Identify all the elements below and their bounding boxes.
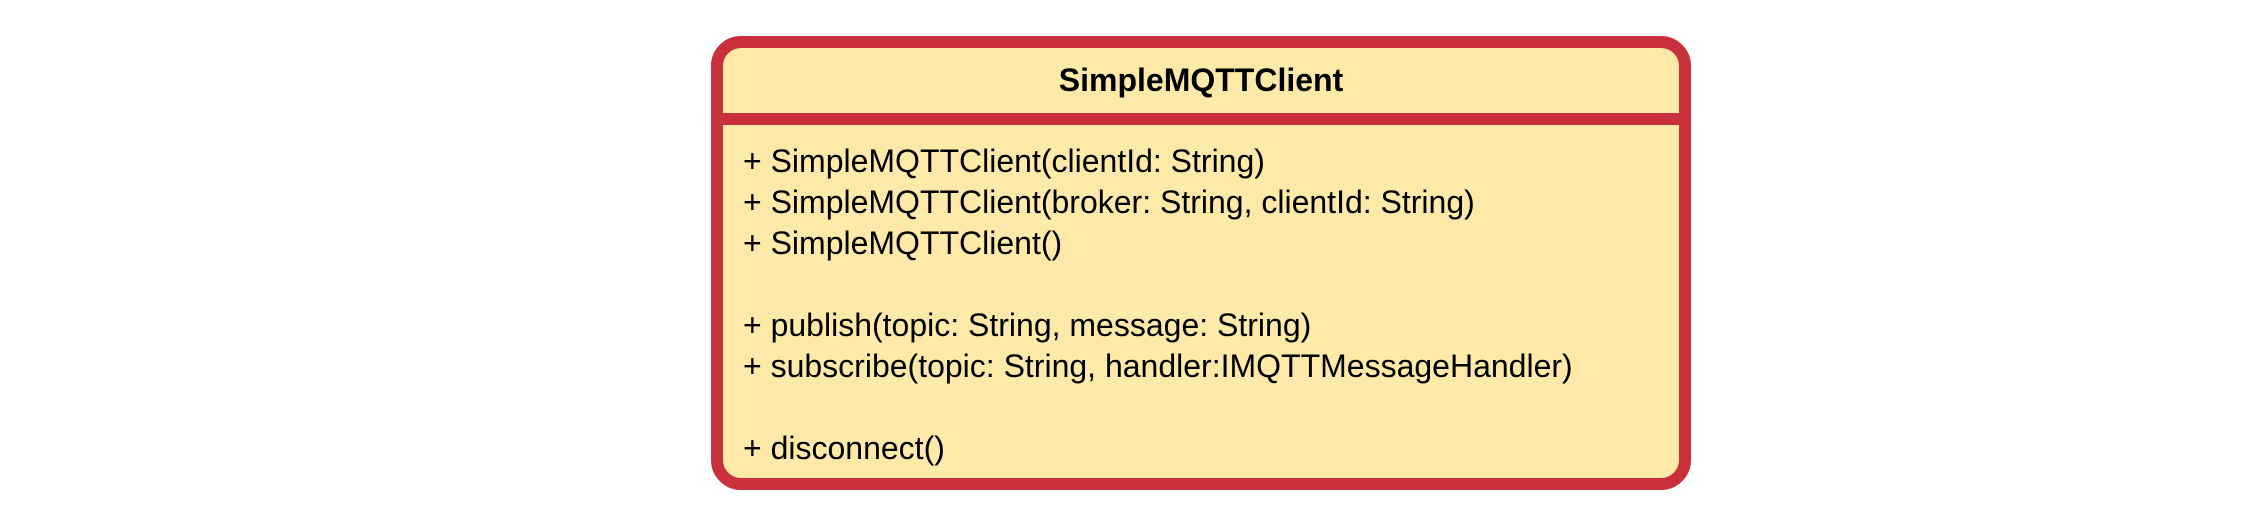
- operation-constructor-default: + SimpleMQTTClient(): [743, 225, 1063, 261]
- operations-compartment: + SimpleMQTTClient(clientId: String) + S…: [723, 125, 1679, 469]
- operation-disconnect: + disconnect(): [743, 430, 945, 466]
- connection-group: + disconnect(): [743, 428, 1679, 469]
- uml-class-box[interactable]: SimpleMQTTClient + SimpleMQTTClient(clie…: [711, 36, 1691, 490]
- constructors-group: + SimpleMQTTClient(clientId: String) + S…: [743, 141, 1679, 264]
- operation-constructor-broker-clientid: + SimpleMQTTClient(broker: String, clien…: [743, 184, 1475, 220]
- operation-subscribe: + subscribe(topic: String, handler:IMQTT…: [743, 348, 1573, 384]
- messaging-group: + publish(topic: String, message: String…: [743, 305, 1679, 387]
- operation-publish: + publish(topic: String, message: String…: [743, 307, 1312, 343]
- class-divider: [723, 113, 1679, 125]
- class-name: SimpleMQTTClient: [1058, 62, 1344, 98]
- operation-constructor-clientid: + SimpleMQTTClient(clientId: String): [743, 143, 1265, 179]
